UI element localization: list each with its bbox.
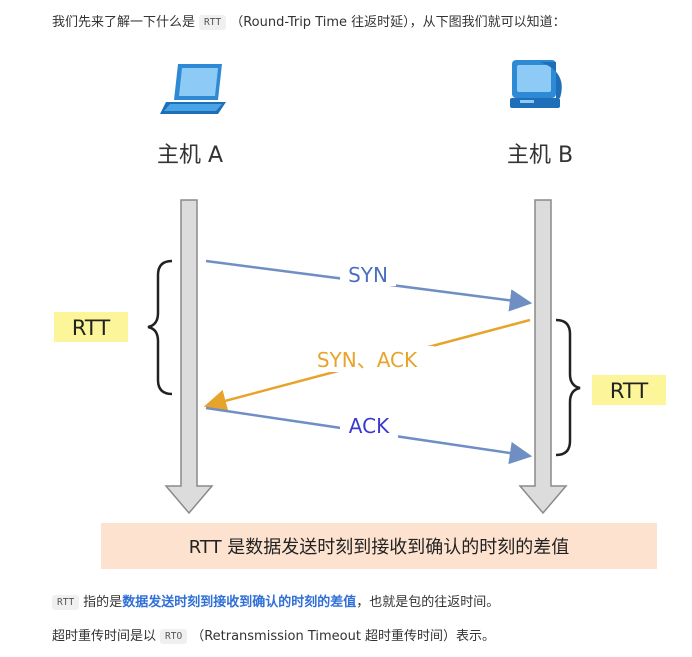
- rtt-left-brace: [147, 259, 173, 396]
- rtt-left-label-bg: [54, 312, 128, 342]
- rtt-right-brace: [555, 318, 581, 457]
- laptop-icon: [160, 64, 226, 114]
- para2-emphasis: 数据发送时刻到接收到确认的时刻的差值: [122, 595, 357, 610]
- rtt-code: RTT: [199, 15, 227, 30]
- host-a-timeline: [164, 199, 214, 515]
- desktop-computer-icon: [510, 60, 562, 108]
- rtt-left-label: RTT: [72, 316, 111, 340]
- rtt-right-label: RTT: [610, 379, 649, 403]
- rtt-right-label-bg: [592, 375, 666, 405]
- intro-text-before: 我们先来了解一下什么是: [52, 15, 196, 30]
- rtt-code-2: RTT: [52, 595, 80, 610]
- syn-ack-label: SYN、ACK: [317, 348, 418, 372]
- para2-text-after: ，也就是包的往返时间。: [356, 595, 500, 610]
- para2-text-before: 指的是: [83, 595, 123, 610]
- host-a-label: 主机 A: [157, 143, 223, 168]
- para3-text-before: 超时重传时间是以: [52, 629, 157, 644]
- para3-text-after: （Retransmission Timeout 超时重传时间）表示。: [191, 629, 496, 644]
- syn-label: SYN: [348, 263, 388, 287]
- caption-text: RTT 是数据发送时刻到接收到确认的时刻的差值: [189, 537, 570, 558]
- host-b-label: 主机 B: [507, 143, 573, 168]
- rto-code: RTO: [160, 629, 188, 644]
- intro-text-after: （Round-Trip Time 往返时延），从下图我们就可以知道：: [230, 15, 566, 30]
- ack-label: ACK: [349, 414, 390, 438]
- host-b-timeline: [518, 199, 568, 515]
- caption-box: [101, 523, 657, 569]
